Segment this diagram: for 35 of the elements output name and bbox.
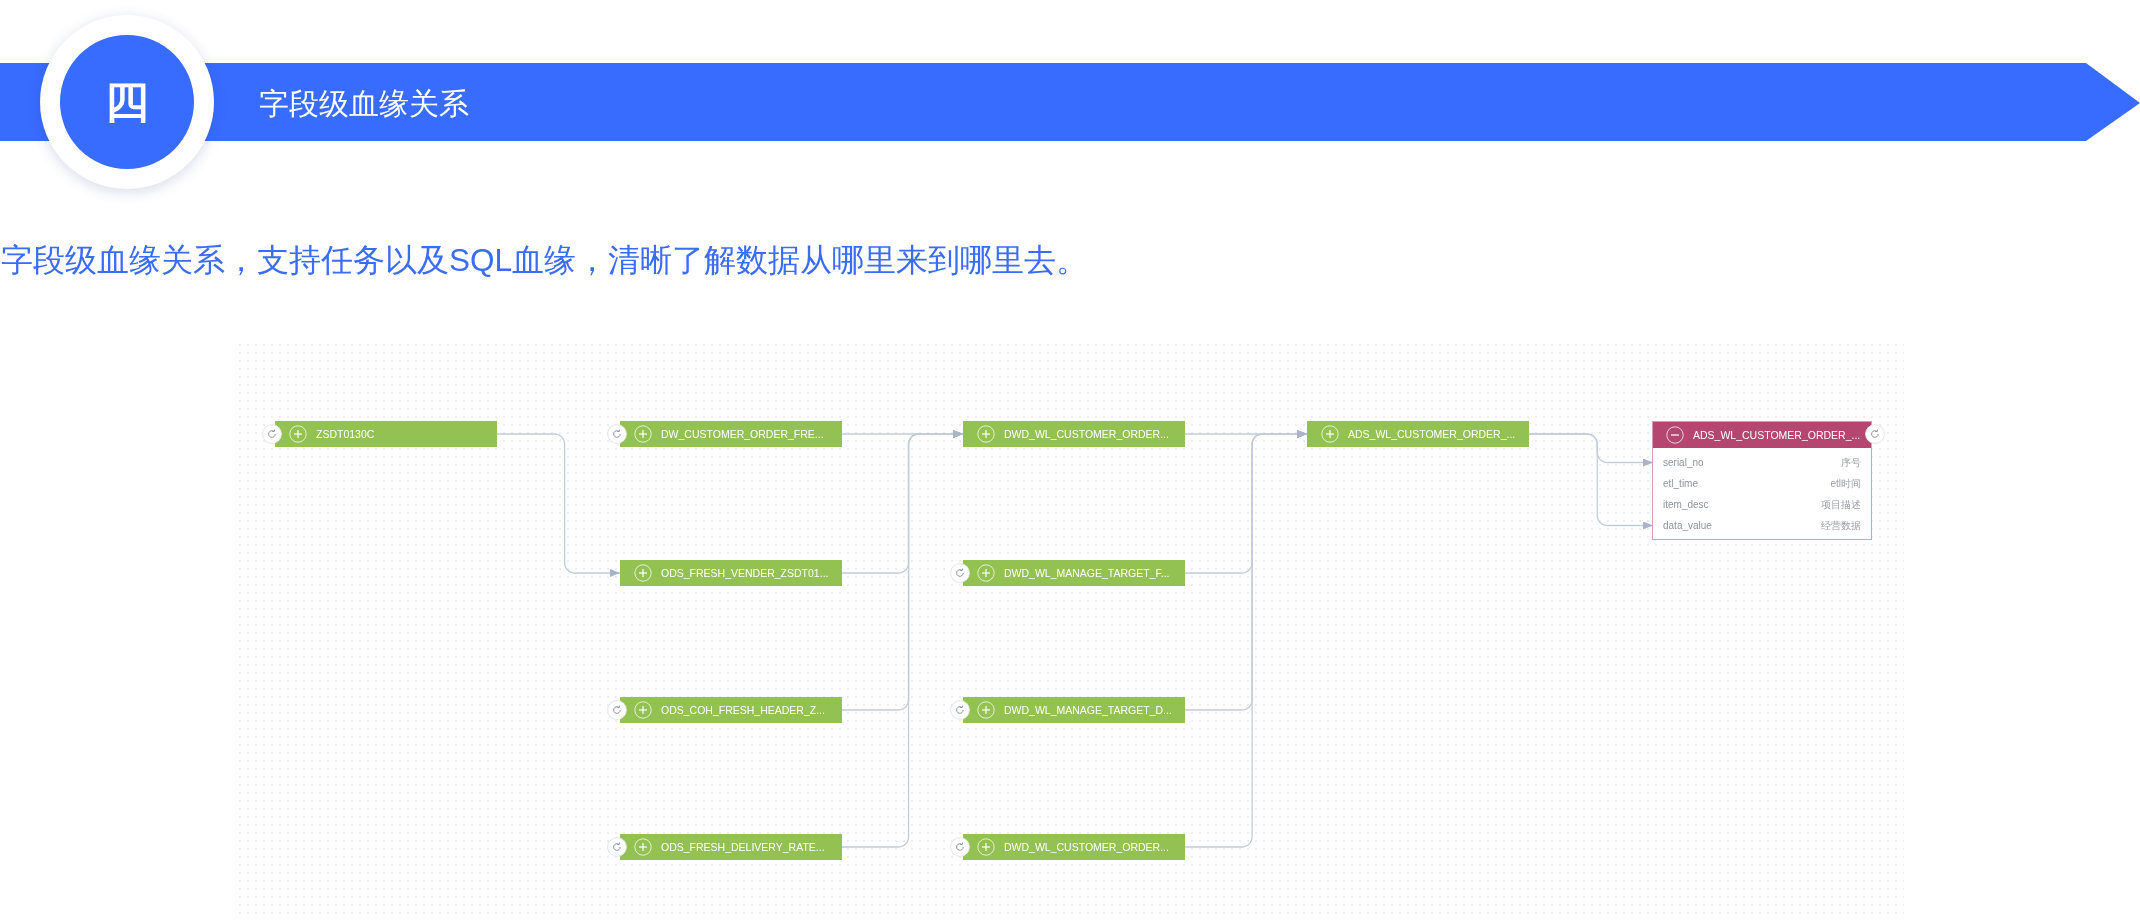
field-name: serial_no xyxy=(1663,456,1704,470)
table-name: ADS_WL_CUSTOMER_ORDER_... xyxy=(1348,427,1516,442)
field-name: etl_time xyxy=(1663,477,1698,491)
field-comment: 序号 xyxy=(1841,456,1861,470)
table-name: ZSDT0130C xyxy=(316,427,375,442)
field-name: data_value xyxy=(1663,519,1712,533)
field-comment: etl时间 xyxy=(1830,477,1861,491)
field-name: item_desc xyxy=(1663,498,1709,512)
connector-arrow xyxy=(1528,433,1654,530)
section-title: 字段级血缘关系 xyxy=(259,86,469,122)
table-name: ADS_WL_CUSTOMER_ORDER_... xyxy=(1693,428,1861,443)
table-name: DWD_WL_MANAGE_TARGET_D... xyxy=(1004,703,1172,718)
description-text: 字段级血缘关系，支持任务以及SQL血缘，清晰了解数据从哪里来到哪里去。 xyxy=(1,241,1089,279)
table-name: ODS_COH_FRESH_HEADER_Z... xyxy=(661,703,825,718)
table-node xyxy=(275,421,497,447)
field-comment: 经营数据 xyxy=(1821,519,1861,533)
table-node xyxy=(963,697,1185,723)
table-name: ODS_FRESH_DELIVERY_RATE... xyxy=(661,840,825,855)
field-comment: 项目描述 xyxy=(1821,498,1861,512)
table-name: DWD_WL_MANAGE_TARGET_F... xyxy=(1004,566,1170,581)
table-node xyxy=(963,560,1185,586)
table-node xyxy=(963,834,1185,860)
table-node xyxy=(963,421,1185,447)
table-card xyxy=(1652,421,1872,540)
table-name: DW_CUSTOMER_ORDER_FRE... xyxy=(661,427,824,442)
table-name: DWD_WL_CUSTOMER_ORDER... xyxy=(1004,840,1169,855)
section-number-badge: 四 xyxy=(60,35,194,169)
table-node xyxy=(620,697,842,723)
table-node xyxy=(620,560,842,586)
table-node xyxy=(620,421,842,447)
connector-arrow xyxy=(496,433,621,577)
table-node xyxy=(1307,421,1529,447)
table-node xyxy=(620,834,842,860)
table-name: ODS_FRESH_VENDER_ZSDT01... xyxy=(661,566,829,581)
table-name: DWD_WL_CUSTOMER_ORDER... xyxy=(1004,427,1169,442)
